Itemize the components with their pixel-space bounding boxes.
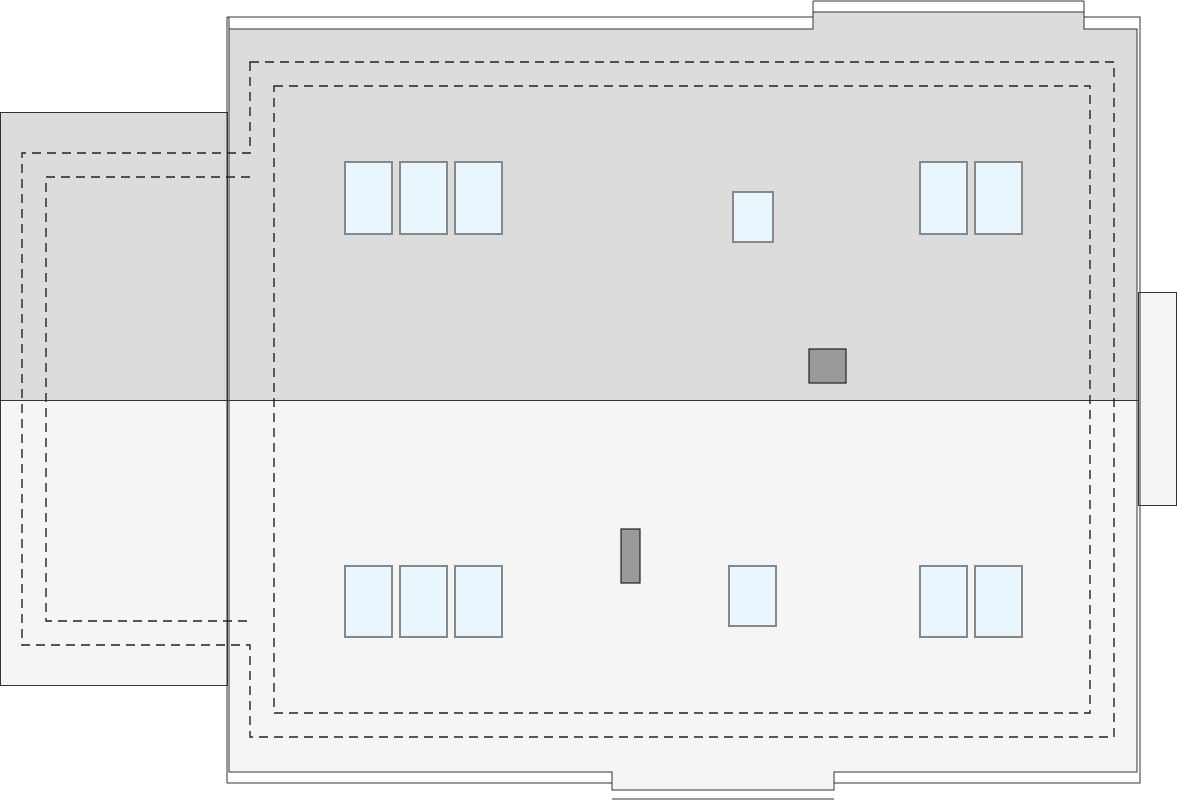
- skylight: [344, 565, 393, 638]
- dashed-outline-left-inner: [45, 176, 250, 622]
- left-wing-south: [0, 400, 228, 686]
- skylight: [454, 161, 503, 235]
- chimney-north: [808, 348, 847, 384]
- skylight: [399, 565, 448, 638]
- skylight: [919, 565, 968, 638]
- skylight: [919, 161, 968, 235]
- skylight: [728, 565, 777, 627]
- main-roof-north: [229, 12, 1137, 400]
- skylight-group-south-center: [728, 565, 777, 627]
- skylight-group-south-east: [919, 565, 1023, 638]
- skylight: [974, 161, 1023, 235]
- dashed-outline-outer: [21, 61, 1115, 738]
- skylight: [974, 565, 1023, 638]
- skylight-group-north-west: [344, 161, 503, 235]
- skylight: [399, 161, 448, 235]
- fascia-trim: [226, 0, 1141, 800]
- skylight-group-north-center: [732, 191, 774, 243]
- skylight: [732, 191, 774, 243]
- skylight: [454, 565, 503, 638]
- main-roof-south: [229, 400, 1137, 790]
- skylight-group-north-east: [919, 161, 1023, 235]
- chimney-south: [620, 528, 641, 584]
- dashed-outline-inner: [273, 85, 1091, 714]
- left-wing-north: [0, 112, 228, 401]
- skylight-group-south-west: [344, 565, 503, 638]
- right-bumpout: [1138, 292, 1177, 506]
- skylight: [344, 161, 393, 235]
